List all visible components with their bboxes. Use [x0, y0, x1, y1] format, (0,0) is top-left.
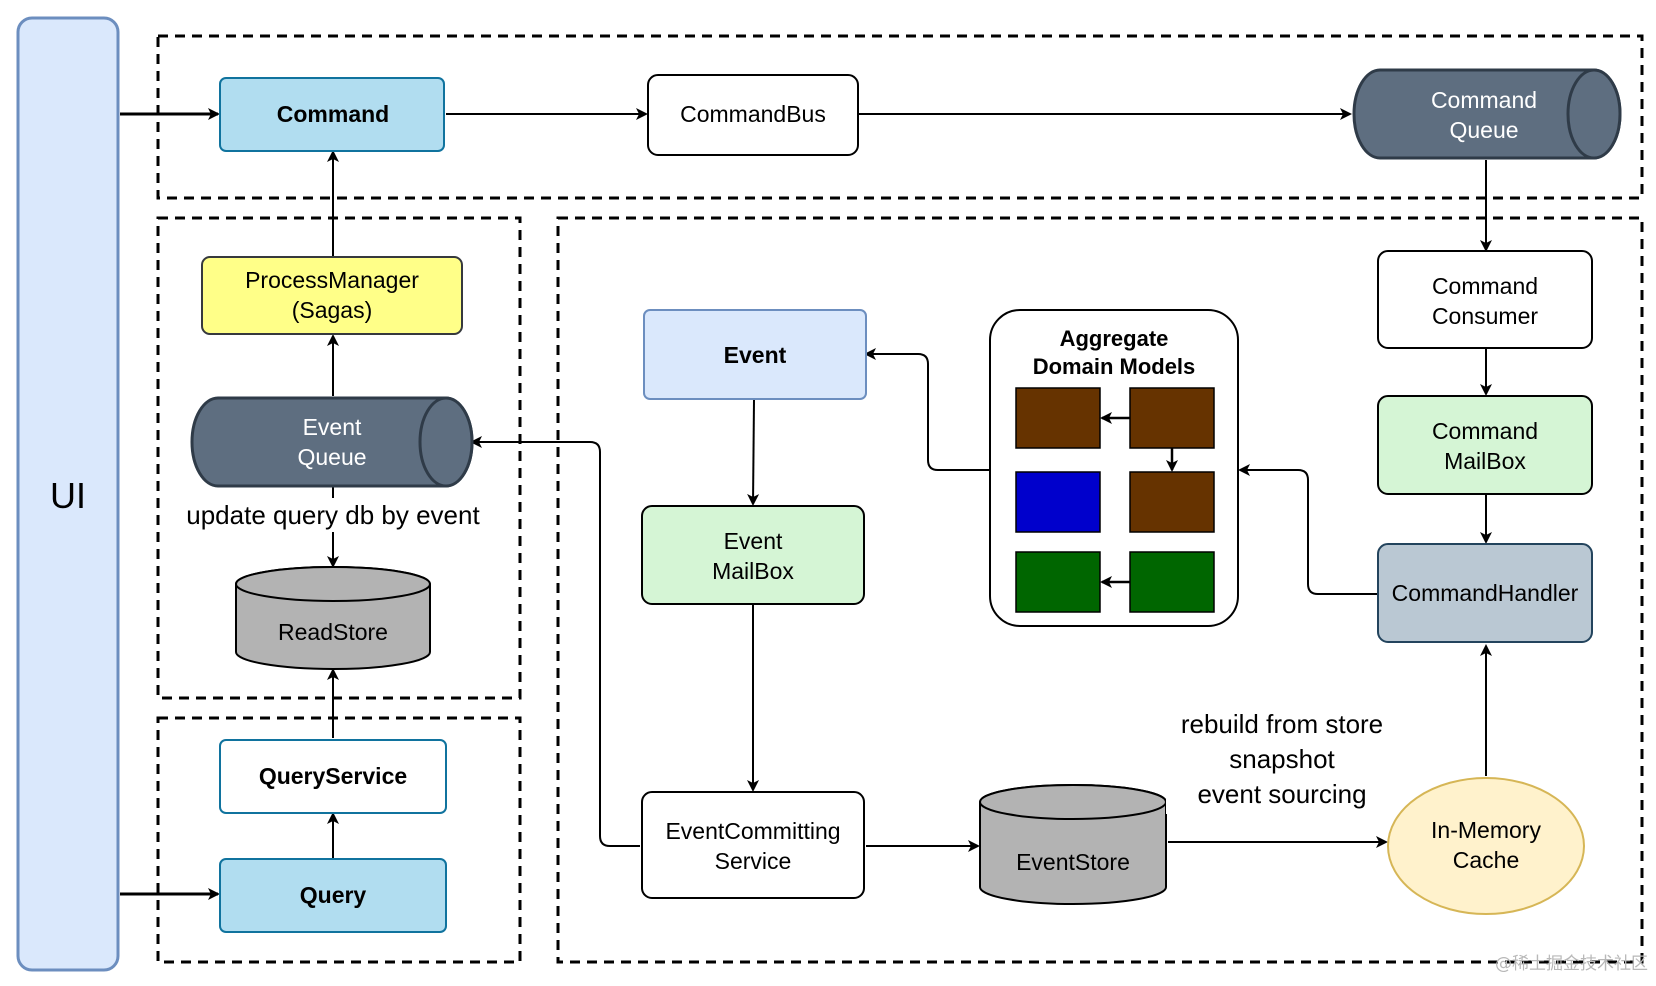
command-consumer-label-2: Consumer	[1432, 303, 1538, 329]
update-caption: update query db by event	[186, 500, 480, 530]
watermark: @稀土掘金技术社区	[1495, 954, 1648, 974]
domain-zone	[556, 216, 1644, 964]
command-handler-box[interactable]	[1377, 543, 1593, 643]
handler-to-aggregate-arrow	[1238, 464, 1378, 595]
command-queue-label-2: Queue	[1449, 117, 1518, 143]
event-committing-label-2: Service	[715, 848, 792, 874]
ui-label: UI	[50, 475, 86, 516]
event-mailbox-label-2: MailBox	[712, 558, 794, 584]
query-box[interactable]	[219, 858, 447, 933]
read-store-cylinder[interactable]	[235, 566, 431, 670]
model-brown-3	[1129, 471, 1215, 533]
committing-to-eventqueue-arrow	[470, 436, 640, 847]
event-committing-box[interactable]	[641, 791, 865, 899]
process-manager-label-1: ProcessManager	[245, 267, 419, 293]
in-memory-cache-ellipse[interactable]	[1387, 777, 1585, 915]
model-brown-2	[1129, 387, 1215, 449]
rebuild-note-2: snapshot	[1229, 744, 1335, 774]
command-mailbox-label-1: Command	[1432, 418, 1538, 444]
connectors	[120, 108, 1492, 900]
event-label: Event	[724, 342, 787, 368]
aggregate-to-event-arrow	[864, 348, 990, 471]
aggregate-models	[1015, 387, 1215, 613]
event-queue-zone	[156, 216, 522, 700]
in-memory-cache-label-2: Cache	[1453, 847, 1519, 873]
aggregate-internal-arrows	[1100, 412, 1178, 588]
event-to-mailbox-arrow	[747, 399, 760, 506]
event-store-label: EventStore	[1016, 849, 1130, 875]
event-queue-label-2: Queue	[297, 444, 366, 470]
event-queue-cylinder[interactable]	[190, 396, 474, 488]
query-service-label: QueryService	[259, 763, 407, 789]
aggregate-label-1: Aggregate	[1060, 326, 1169, 351]
command-consumer-box[interactable]	[1377, 250, 1593, 349]
aggregate-label-2: Domain Models	[1033, 354, 1196, 379]
event-box[interactable]	[643, 309, 867, 400]
model-green-2	[1129, 551, 1215, 613]
read-store-label: ReadStore	[278, 619, 388, 645]
model-blue	[1015, 471, 1101, 533]
event-mailbox-label-1: Event	[724, 528, 783, 554]
command-label: Command	[277, 101, 389, 127]
rebuild-note-1: rebuild from store	[1181, 709, 1383, 739]
in-memory-cache-label-1: In-Memory	[1431, 817, 1541, 843]
event-queue-label-1: Event	[303, 414, 362, 440]
ui-panel[interactable]	[16, 16, 120, 972]
process-manager-label-2: (Sagas)	[292, 297, 373, 323]
command-bus-box[interactable]	[647, 74, 859, 156]
event-committing-label-1: EventCommitting	[665, 818, 840, 844]
query-service-box[interactable]	[219, 739, 447, 814]
command-handler-label: CommandHandler	[1392, 580, 1579, 606]
command-mailbox-label-2: MailBox	[1444, 448, 1526, 474]
command-queue-cylinder[interactable]	[1352, 68, 1622, 160]
command-mailbox-box[interactable]	[1377, 395, 1593, 495]
event-store-cylinder[interactable]	[979, 784, 1167, 905]
command-consumer-label-1: Command	[1432, 273, 1538, 299]
event-mailbox-box[interactable]	[641, 505, 865, 605]
query-label: Query	[300, 882, 367, 908]
model-brown-1	[1015, 387, 1101, 449]
process-manager-box[interactable]	[201, 256, 463, 335]
command-bus-label: CommandBus	[680, 101, 826, 127]
model-green-1	[1015, 551, 1101, 613]
query-zone	[156, 716, 522, 964]
rebuild-note-3: event sourcing	[1197, 779, 1366, 809]
command-queue-label-1: Command	[1431, 87, 1537, 113]
command-zone	[156, 34, 1644, 200]
command-box[interactable]	[219, 77, 445, 152]
